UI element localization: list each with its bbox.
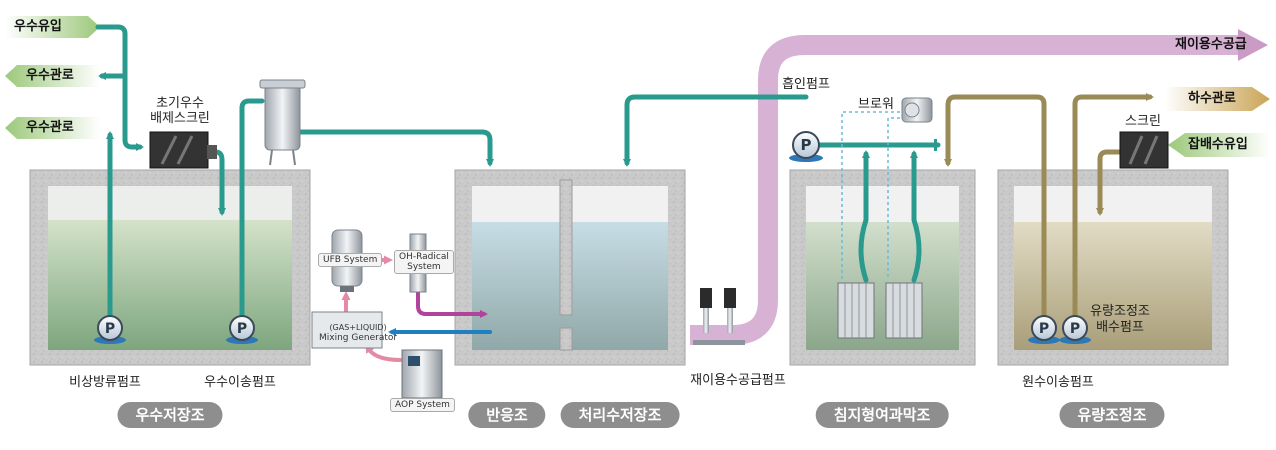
pump-eq-drain	[1062, 315, 1088, 341]
pump-rain-transfer	[229, 315, 255, 341]
oh-radical-label-line2: System	[407, 262, 441, 272]
eq-pump-label-2: 배수펌프	[1096, 320, 1144, 335]
reuse-pump-label: 재이용수공급펌프	[690, 373, 786, 388]
oh-radical-label-line1: OH-Radical	[399, 252, 449, 262]
pump-rain-transfer-symbol: P	[237, 321, 247, 337]
tank-reaction-treated	[454, 169, 686, 366]
pump-raw-transfer	[1031, 315, 1057, 341]
rain-pipe-label-2: 우수관로	[26, 120, 74, 135]
blower-label: 브로워	[858, 97, 894, 112]
sewer-pipe-label: 하수관로	[1188, 91, 1236, 106]
first-flush-label-2: 배제스크린	[150, 111, 210, 126]
rain-pipe-label-1: 우수관로	[26, 68, 74, 83]
line-end-cap	[934, 139, 937, 151]
tank-membrane	[789, 169, 976, 366]
reuse-supply-band	[690, 29, 1268, 345]
filter-vessel	[259, 79, 306, 166]
pumps: P P P P P	[94, 131, 1091, 344]
screen-label: 스크린	[1125, 114, 1161, 129]
mixing-generator-label-line1: (GAS+LIQUID)	[329, 323, 387, 332]
ufb-system-label: UFB System	[318, 253, 383, 267]
pump-raw-transfer-symbol: P	[1039, 321, 1049, 337]
tank-equalization-label: 유량조정조	[1059, 402, 1165, 428]
sewer-pipe-arrow	[1165, 87, 1270, 111]
teal-pipes	[95, 24, 941, 323]
suction-pump-label: 흡인펌프	[782, 77, 830, 92]
olive-pipes	[944, 93, 1154, 323]
reuse-supply-label: 재이용수공급	[1175, 37, 1247, 52]
rain-pipe-arrow-2	[5, 117, 100, 139]
first-flush-screen	[149, 131, 217, 169]
pump-emergency	[97, 315, 123, 341]
mixing-generator-label-line2: Mixing Generator	[319, 333, 398, 343]
blower-air-lines	[841, 111, 900, 280]
process-lines	[341, 255, 492, 362]
rain-transfer-pump-label: 우수이송펌프	[204, 375, 276, 390]
first-flush-label-1: 초기우수	[156, 96, 204, 111]
rain-inflow-arrow	[5, 16, 100, 38]
rain-inflow-label: 우수유입	[14, 19, 62, 34]
raw-transfer-pump-label: 원수이송펌프	[1022, 375, 1094, 390]
pump-suction	[792, 131, 820, 159]
tank-equalization	[997, 169, 1229, 366]
pump-emergency-symbol: P	[105, 321, 115, 337]
emergency-pump-label: 비상방류펌프	[69, 375, 141, 390]
blower-unit	[901, 97, 933, 123]
tank-rain	[29, 169, 311, 366]
tank-treated-label: 처리수저장조	[560, 402, 680, 428]
wastewater-inflow-label: 잡배수유입	[1188, 137, 1248, 152]
pump-eq-drain-symbol: P	[1070, 321, 1080, 337]
aop-device	[401, 349, 443, 399]
screen-unit	[1119, 131, 1169, 169]
tank-reaction-label: 반응조	[468, 402, 546, 428]
pump-suction-symbol: P	[801, 136, 812, 154]
membrane-modules	[837, 282, 923, 339]
reuse-pump-unit	[693, 288, 745, 345]
aop-system-label: AOP System	[390, 398, 455, 412]
eq-pump-label-1: 유량조정조	[1090, 304, 1150, 319]
tank-rain-label: 우수저장조	[117, 402, 223, 428]
tank-membrane-label: 침지형여과막조	[815, 402, 949, 428]
mixing-generator-label: (GAS+LIQUID)Mixing Generator	[315, 322, 401, 344]
wastewater-inflow-arrow	[1168, 133, 1270, 157]
rain-pipe-arrow-1	[5, 65, 100, 87]
mixing-generator-device	[311, 311, 383, 349]
